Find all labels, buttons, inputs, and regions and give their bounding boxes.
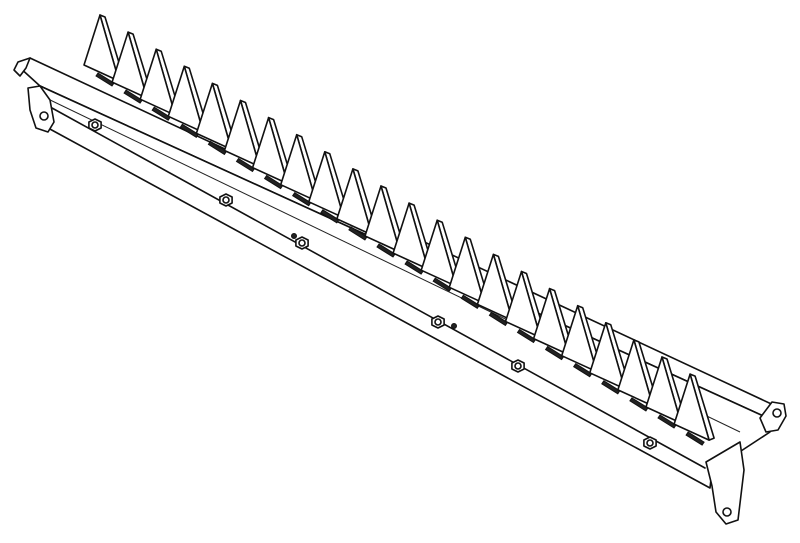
plate-slot [320, 209, 340, 224]
bolt-end [434, 318, 442, 326]
plate-slot [123, 89, 143, 104]
bolt-end [91, 121, 99, 129]
plate-slot [348, 226, 368, 241]
right-bracket-hole [772, 408, 782, 418]
tooth-face [617, 339, 654, 407]
tooth-face [308, 151, 345, 219]
bolt-end [222, 196, 230, 204]
bolt-nut [88, 118, 102, 132]
rail-lower-edge [51, 107, 706, 469]
tooth-face [645, 356, 682, 424]
bolt-nut [295, 236, 309, 250]
left-bracket-hole [39, 111, 49, 121]
plate-slot [544, 345, 565, 361]
bottom-right-bracket-hole [722, 507, 732, 517]
guard-tooth [673, 373, 715, 446]
tooth-face [448, 236, 486, 305]
bolt-nut [511, 359, 525, 373]
plate-slot [432, 277, 452, 292]
tooth-face [279, 133, 317, 202]
tooth-face [195, 82, 233, 151]
small-hole [291, 233, 297, 239]
tooth-face [139, 48, 176, 116]
bolt-nut [643, 436, 657, 450]
plate-slot [685, 431, 705, 446]
tooth-face [392, 202, 429, 270]
plate-slot [460, 294, 481, 309]
left-bracket [27, 85, 55, 133]
left-lip [13, 57, 31, 77]
tooth-face [560, 304, 598, 373]
bolt-end [298, 239, 306, 247]
plate-slot [516, 328, 537, 344]
bottom-right-bracket [705, 441, 745, 525]
tooth-face [589, 322, 626, 390]
plate-slot [488, 311, 509, 327]
plate-slot [572, 363, 593, 378]
tooth-face [83, 14, 120, 82]
plate-slot [207, 140, 228, 156]
small-hole [451, 323, 457, 329]
bolt-end [646, 439, 654, 447]
plate-slot [376, 243, 396, 258]
plate-slot [657, 414, 677, 429]
plate-slot [629, 397, 649, 412]
guard-tooth [83, 14, 125, 87]
plate-slot [601, 380, 621, 395]
front-rail [37, 85, 773, 489]
tooth-face [476, 253, 514, 322]
tooth-face [532, 287, 570, 356]
tooth-face [167, 65, 205, 134]
bolt-nut [219, 193, 233, 207]
tooth-face [111, 31, 148, 99]
tooth-face [673, 373, 710, 441]
tooth-face [504, 270, 542, 339]
plate-slot [95, 72, 115, 87]
bolt-end [514, 362, 522, 370]
tooth-face [420, 219, 457, 287]
plate-slot [291, 192, 312, 207]
tooth-face [251, 116, 289, 185]
bolt-nut [431, 315, 445, 329]
tooth-face [223, 99, 261, 168]
plate-slot [151, 106, 171, 121]
plate-slot [404, 260, 424, 275]
tooth-face [364, 185, 401, 253]
plate-slot [235, 157, 256, 173]
tooth-face [336, 168, 373, 236]
plate-slot [179, 123, 200, 138]
plate-slot [263, 174, 284, 190]
